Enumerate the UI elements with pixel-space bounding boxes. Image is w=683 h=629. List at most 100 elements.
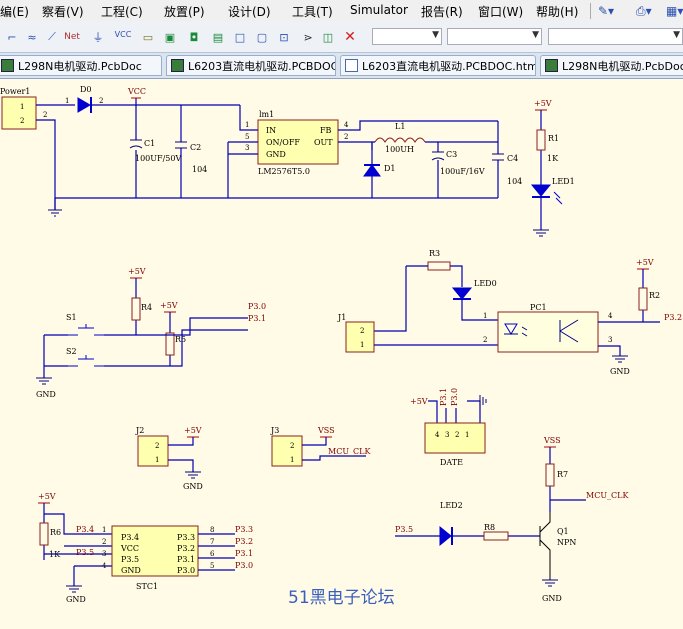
bus-tool-icon[interactable]: ≈ xyxy=(27,30,37,44)
stc1-pin-name-p33: P3.3 xyxy=(177,533,195,542)
menu-separator xyxy=(590,3,591,19)
stc1-pin-num-7: 7 xyxy=(210,538,214,546)
watermark-text: 51黑电子论坛 xyxy=(288,588,395,608)
mcu-stc1[interactable]: 1 2 3 4 P3.4 VCC P3.5 GND P3.3 P3.2 P3.1… xyxy=(102,525,215,591)
p5v-label-1: +5V xyxy=(534,99,552,108)
date-pin-2: 2 xyxy=(455,431,459,439)
switch-s2[interactable]: S2 xyxy=(66,347,104,367)
sheet-symbol-icon[interactable]: ▣ xyxy=(164,30,176,44)
capacitor-c4[interactable]: C4 104 xyxy=(492,121,522,198)
regulator-pin-in: IN xyxy=(266,126,276,135)
c1-value: 100UF/50V xyxy=(135,154,181,163)
optocoupler-pc1[interactable]: PC1 1 2 3 4 xyxy=(483,303,613,353)
no-erc-x-icon[interactable]: ✕ xyxy=(344,29,356,45)
c2-designator: C2 xyxy=(190,143,201,152)
resistor-r5[interactable]: R5 xyxy=(165,312,186,366)
resistor-r7[interactable]: R7 xyxy=(545,447,568,512)
resistor-r3[interactable]: R3 xyxy=(427,249,451,271)
date-pin-3: 3 xyxy=(445,431,449,439)
resistor-r1[interactable]: R1 1K xyxy=(536,110,559,175)
menu-place[interactable]: 放置(P) xyxy=(164,5,205,19)
harness-icon[interactable]: □ xyxy=(234,30,246,44)
diode-d1[interactable]: D1 xyxy=(363,142,396,198)
menu-tools[interactable]: 工具(T) xyxy=(292,5,333,19)
no-erc-icon[interactable]: ◫ xyxy=(322,30,334,44)
harness-entry-icon[interactable]: ▢ xyxy=(256,30,268,44)
r5-designator: R5 xyxy=(175,335,186,344)
ground-port-icon[interactable]: ⏚ xyxy=(92,31,104,44)
regulator-designator: lm1 xyxy=(259,110,274,119)
toolbar-combo-1[interactable]: ▼ xyxy=(372,28,442,45)
resistor-r6[interactable]: R6 1K xyxy=(39,503,61,560)
capacitor-c2[interactable]: C2 104 xyxy=(175,105,207,198)
htm-doc-icon xyxy=(345,59,358,72)
led-led0[interactable]: LED0 xyxy=(451,279,498,321)
sheet-entry-icon[interactable]: ◘ xyxy=(189,30,199,44)
switch-s1[interactable]: S1 xyxy=(66,313,104,336)
menu-reports[interactable]: 报告(R) xyxy=(421,5,463,19)
stc1-net-p32: P3.2 xyxy=(235,537,253,546)
j3-pin-2: 2 xyxy=(290,442,294,450)
regulator-lm2576[interactable]: lm1 IN ON/OFF GND FB OUT LM2576T5.0 1 5 … xyxy=(245,110,349,176)
resistor-r2[interactable]: R2 xyxy=(638,269,660,322)
ground-symbol-6 xyxy=(479,395,487,407)
menu-window[interactable]: 窗口(W) xyxy=(478,5,524,19)
connector-j3[interactable]: J3 2 1 xyxy=(270,426,303,467)
j1-designator: J1 xyxy=(337,313,346,322)
power-connector[interactable]: Power1 1 2 xyxy=(0,87,37,130)
ground-symbol-3 xyxy=(612,355,628,363)
toolbar-combo-2[interactable]: ▼ xyxy=(447,28,542,45)
capacitor-c1[interactable]: C1 100UF/50V xyxy=(129,105,181,198)
tab-l298n-pcb-1[interactable]: L298N电机驱动.PcbDoc xyxy=(0,55,162,76)
inductor-l1[interactable]: L1 100UH xyxy=(374,122,426,154)
ground-symbol-7 xyxy=(542,579,558,587)
port-icon[interactable]: ⊡ xyxy=(279,30,289,44)
date-pin-1: 1 xyxy=(465,431,469,439)
vcc-port-icon[interactable]: VCC xyxy=(114,29,132,39)
r1-value: 1K xyxy=(547,154,559,163)
tab-label: L298N电机驱动.PcbDoc xyxy=(562,59,683,73)
bus-entry-icon[interactable]: ⟋ xyxy=(48,30,56,43)
ground-symbol-2 xyxy=(533,229,549,237)
connector-j2[interactable]: J2 2 1 xyxy=(135,426,169,467)
offsheet-icon[interactable]: ⋗ xyxy=(303,30,313,44)
q1-designator: Q1 xyxy=(557,527,569,536)
wire-tool-icon[interactable]: ⌐ xyxy=(7,30,17,44)
led-led2[interactable]: LED2 xyxy=(439,501,463,547)
r4-designator: R4 xyxy=(141,303,152,312)
resistor-r4[interactable]: R4 xyxy=(131,278,152,335)
net-label-icon[interactable]: Net xyxy=(64,32,80,42)
stc1-pin-name-vcc: VCC xyxy=(120,544,139,553)
print-icon[interactable]: ⎙▾ xyxy=(636,4,652,18)
capacitor-c3[interactable]: C3 100uF/16V xyxy=(431,142,485,198)
r6-designator: R6 xyxy=(50,528,61,537)
s2-designator: S2 xyxy=(66,347,77,356)
menu-simulator[interactable]: Simulator xyxy=(350,3,408,17)
resistor-r8[interactable]: R8 xyxy=(483,523,509,541)
connector-j1[interactable]: J1 2 1 xyxy=(337,313,375,353)
menu-edit[interactable]: 编(E) xyxy=(0,5,29,19)
tab-l6203-pcb[interactable]: L6203直流电机驱动.PCBDOC xyxy=(166,55,336,76)
wiring-toolbar: ⌐ ≈ ⟋ Net ⏚ VCC ▭ ▣ ◘ ▤ □ ▢ ⊡ ⋗ ◫ ✕ ▼ ▼ … xyxy=(0,22,683,53)
gnd-label-8: GND xyxy=(66,595,86,604)
tab-l298n-pcb-2[interactable]: L298N电机驱动.PcbDoc xyxy=(540,55,683,76)
connector-date[interactable]: 4 3 2 1 DATE xyxy=(424,422,486,467)
document-tabs: L298N电机驱动.PcbDoc L6203直流电机驱动.PCBDOC L620… xyxy=(0,53,683,79)
regulator-pin-out: OUT xyxy=(314,138,333,147)
menu-view[interactable]: 察看(V) xyxy=(42,5,84,19)
device-sheet-icon[interactable]: ▤ xyxy=(212,30,224,44)
led-led1[interactable]: LED1 xyxy=(530,175,575,230)
part-icon[interactable]: ▭ xyxy=(142,30,154,44)
regulator-num-5: 5 xyxy=(245,133,249,141)
options-icon[interactable]: ▦▾ xyxy=(666,4,683,18)
toolbar-combo-3[interactable]: ▼ xyxy=(548,28,683,45)
menu-project[interactable]: 工程(C) xyxy=(101,5,143,19)
ground-symbol-8 xyxy=(66,585,82,593)
tab-l6203-htm[interactable]: L6203直流电机驱动.PCBDOC.htm xyxy=(340,55,536,76)
wizard-icon[interactable]: ✎▾ xyxy=(598,4,615,18)
menu-help[interactable]: 帮助(H) xyxy=(536,5,579,19)
transistor-q1[interactable]: Q1 NPN xyxy=(539,512,576,580)
menu-design[interactable]: 设计(D) xyxy=(228,5,271,19)
diode-d0[interactable]: D0 xyxy=(77,85,92,113)
schematic-canvas[interactable]: .w{stroke:#0000b0;stroke-width:1.2;fill:… xyxy=(0,79,683,629)
